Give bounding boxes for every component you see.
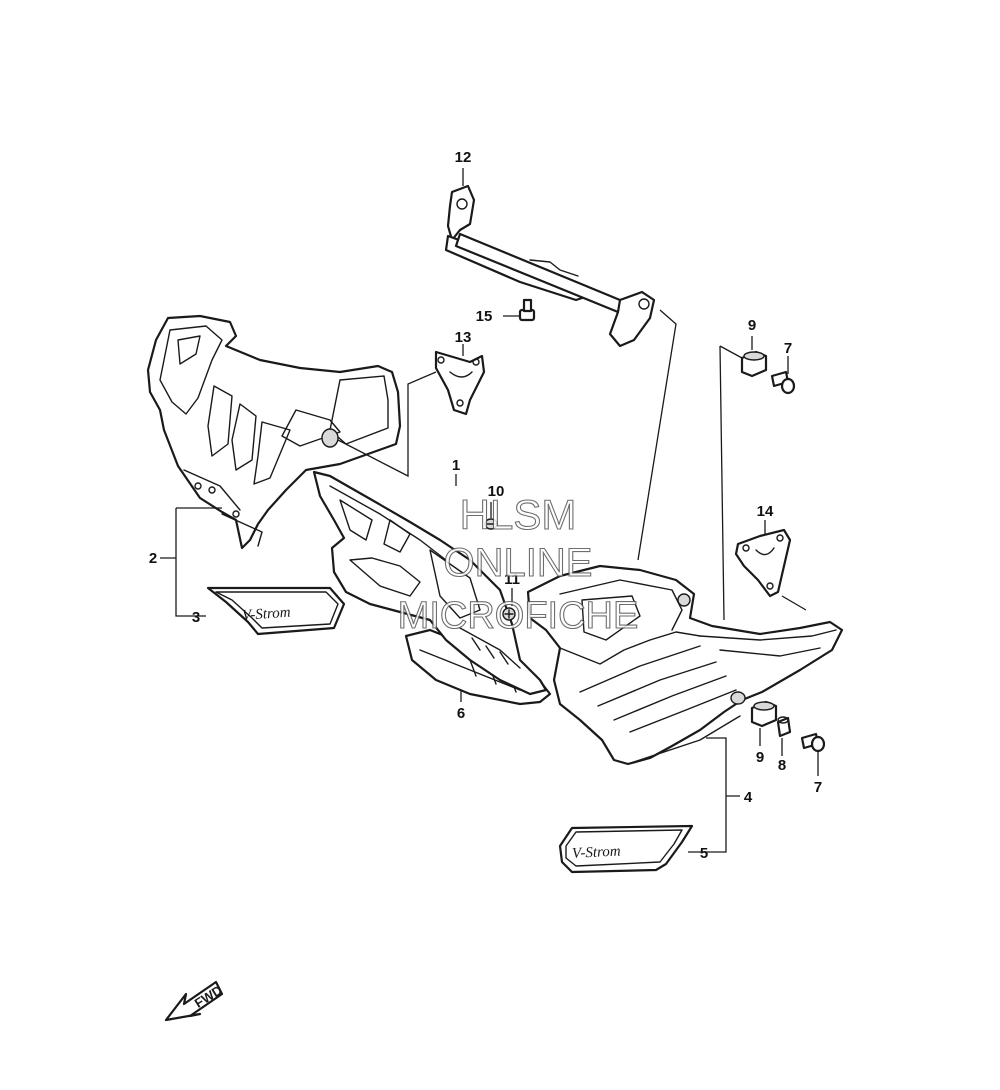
part-7-bolt-lower: [800, 732, 826, 753]
callout-14: 14: [757, 503, 774, 520]
callout-8: 8: [778, 757, 786, 774]
badge-right-text: V-Strom: [572, 843, 622, 862]
callout-6: 6: [457, 705, 465, 722]
watermark: HLSM ONLINE MICROFICHE: [397, 490, 639, 637]
fwd-label: FWD: [192, 982, 225, 1010]
part-1-middle-cover: [312, 470, 548, 696]
callout-1: 1: [452, 457, 460, 474]
watermark-line3: MICROFICHE: [398, 595, 639, 637]
part-5-emblem: V-Strom: [558, 824, 694, 874]
callout-7-upper: 7: [784, 340, 792, 357]
fwd-direction-arrow: FWD: [164, 980, 225, 1022]
part-10-rivet: [484, 518, 498, 530]
callout-9-upper: 9: [748, 317, 756, 334]
part-2-side-cover: [146, 314, 402, 550]
part-15-bolt: [518, 298, 536, 322]
part-4-under-cowling: [526, 564, 844, 766]
callout-3: 3: [192, 609, 200, 626]
callout-7-lower: 7: [814, 779, 822, 796]
part-9-collar-lower: [750, 700, 778, 728]
callout-12: 12: [455, 149, 472, 166]
part-9-collar-upper: [740, 350, 768, 378]
callout-2: 2: [149, 550, 157, 567]
callout-10: 10: [488, 483, 505, 500]
part-13-bracket: [434, 350, 486, 416]
callout-13: 13: [455, 329, 472, 346]
callouts: 12 15 13 1 10 11 2 3 6 9 7 14 9 8 7 4 5: [149, 149, 822, 862]
part-3-emblem: V-Strom: [206, 586, 346, 636]
callout-4: 4: [744, 789, 753, 806]
part-11-screw: [502, 607, 516, 621]
leader-lines: [160, 168, 819, 853]
watermark-line2: ONLINE: [444, 541, 593, 585]
part-8-spacer: [776, 716, 792, 738]
callout-9-lower: 9: [756, 749, 764, 766]
part-12-bracket: [444, 184, 656, 348]
callout-5: 5: [700, 845, 708, 862]
callout-11: 11: [504, 571, 520, 588]
watermark-line1: HLSM: [460, 491, 577, 538]
part-7-bolt-upper: [770, 370, 796, 395]
callout-15: 15: [476, 308, 493, 325]
part-14-bracket: [734, 528, 792, 598]
badge-left-text: V-Strom: [242, 605, 292, 624]
